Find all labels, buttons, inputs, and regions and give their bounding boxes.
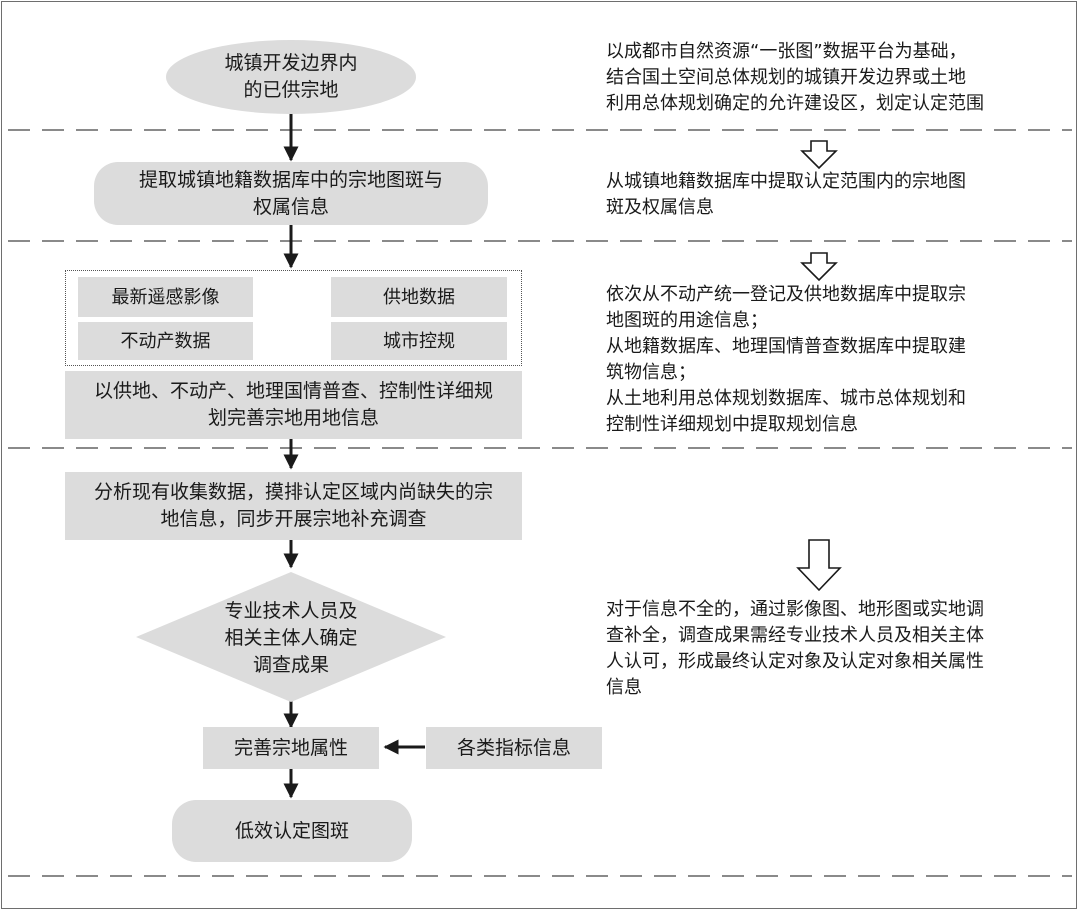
hollow-down-arrow-1 (800, 140, 838, 170)
indicators-label: 各类指标信息 (456, 736, 571, 759)
analyze-data-node: 分析现有收集数据，摸排认定区域内尚缺失的宗 地信息，同步开展宗地补充调查 (65, 472, 522, 540)
source-city-planning-label: 城市控规 (383, 330, 455, 352)
note-stage-2: 从城镇地籍数据库中提取认定范围内的宗地图 斑及权属信息 (606, 171, 966, 218)
source-remote-sensing-label: 最新遥感影像 (111, 286, 220, 308)
source-land-supply: 供地数据 (331, 277, 507, 317)
source-land-supply-label: 供地数据 (383, 286, 455, 308)
extract-parcels-node: 提取城镇地籍数据库中的宗地图斑与 权属信息 (94, 162, 488, 225)
decision-diamond (136, 572, 446, 702)
start-node: 城镇开发边界内 的已供宗地 (166, 40, 416, 114)
complete-attributes-label: 完善宗地属性 (233, 736, 348, 759)
end-node-label: 低效认定图斑 (234, 819, 349, 842)
start-node-label: 城镇开发边界内 的已供宗地 (224, 52, 358, 101)
note-stage-1: 以成都市自然资源“一张图”数据平台为基础， 结合国土空间总体规划的城镇开发边界或… (606, 41, 984, 114)
complete-attributes-node: 完善宗地属性 (203, 727, 379, 769)
source-remote-sensing: 最新遥感影像 (78, 277, 253, 317)
end-node: 低效认定图斑 (172, 800, 412, 862)
indicators-node: 各类指标信息 (426, 727, 602, 769)
source-city-planning: 城市控规 (331, 322, 507, 360)
decision-label: 专业技术人员及 相关主体人确定 调查成果 (224, 599, 358, 676)
source-real-estate-label: 不动产数据 (120, 330, 211, 352)
improve-landuse-label: 以供地、不动产、地理国情普查、控制性详细规 划完善宗地用地信息 (93, 380, 493, 429)
note-stage-4: 对于信息不全的，通过影像图、地形图或实地调 查补全，调查成果需经专业技术人员及相… (606, 599, 984, 698)
hollow-down-arrow-2 (800, 252, 838, 282)
hollow-down-arrow-3 (796, 539, 842, 592)
source-real-estate: 不动产数据 (78, 322, 253, 360)
note-stage-3: 依次从不动产统一登记及供地数据库中提取宗 地图斑的用途信息； 从地籍数据库、地理… (606, 284, 966, 435)
decision-label-box: 专业技术人员及 相关主体人确定 调查成果 (186, 596, 396, 680)
improve-landuse-node: 以供地、不动产、地理国情普查、控制性详细规 划完善宗地用地信息 (65, 371, 522, 439)
analyze-data-label: 分析现有收集数据，摸排认定区域内尚缺失的宗 地信息，同步开展宗地补充调查 (93, 481, 493, 530)
extract-parcels-label: 提取城镇地籍数据库中的宗地图斑与 权属信息 (138, 168, 443, 218)
